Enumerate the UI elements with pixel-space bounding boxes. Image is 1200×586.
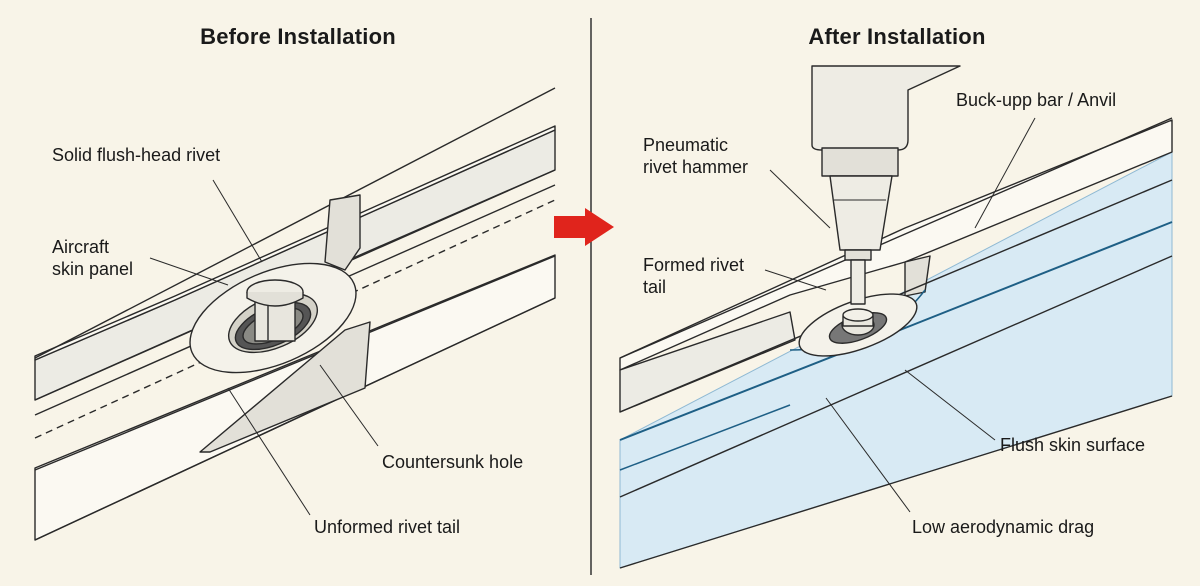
- label-bucking-bar: Buck-upp bar / Anvil: [956, 90, 1117, 110]
- after-installation-title: After Installation: [808, 24, 986, 49]
- leader-flush-surface: [904, 369, 996, 441]
- skin-panel-top-edge: [34, 125, 556, 361]
- label-flush-head-rivet: Solid flush-head rivet: [52, 145, 221, 165]
- right-arrow-icon: [554, 208, 614, 246]
- skin-bevel-bottom: [199, 321, 371, 453]
- leader-bucking-bar: [974, 117, 1036, 229]
- left-panel-drawing: [34, 87, 556, 541]
- leader-rivet: [212, 179, 263, 263]
- leader-skin: [149, 257, 229, 286]
- label-aircraft-skin-panel: Aircraft skin panel: [52, 237, 134, 279]
- label-formed-rivet-tail: Formed rivet tail: [643, 255, 745, 297]
- skin-bevel-top: [324, 194, 361, 271]
- label-flush-skin-surface: Flush skin surface: [1000, 435, 1146, 455]
- leader-drag: [825, 397, 911, 513]
- pneumatic-rivet-hammer: [811, 65, 961, 305]
- label-low-aerodynamic-drag: Low aerodynamic drag: [912, 517, 1095, 537]
- leader-tail: [227, 387, 311, 516]
- label-unformed-rivet-tail: Unformed rivet tail: [314, 517, 461, 537]
- before-installation-title: Before Installation: [200, 24, 396, 49]
- leader-hammer: [769, 169, 831, 229]
- label-countersunk-hole: Countersunk hole: [382, 452, 524, 472]
- leader-countersunk: [319, 364, 379, 447]
- after-skin-panel: [619, 119, 1173, 371]
- leader-formed-tail: [764, 269, 827, 291]
- label-pneumatic-rivet-hammer: Pneumatic rivet hammer: [643, 135, 749, 177]
- right-panel-drawing: [619, 65, 1173, 569]
